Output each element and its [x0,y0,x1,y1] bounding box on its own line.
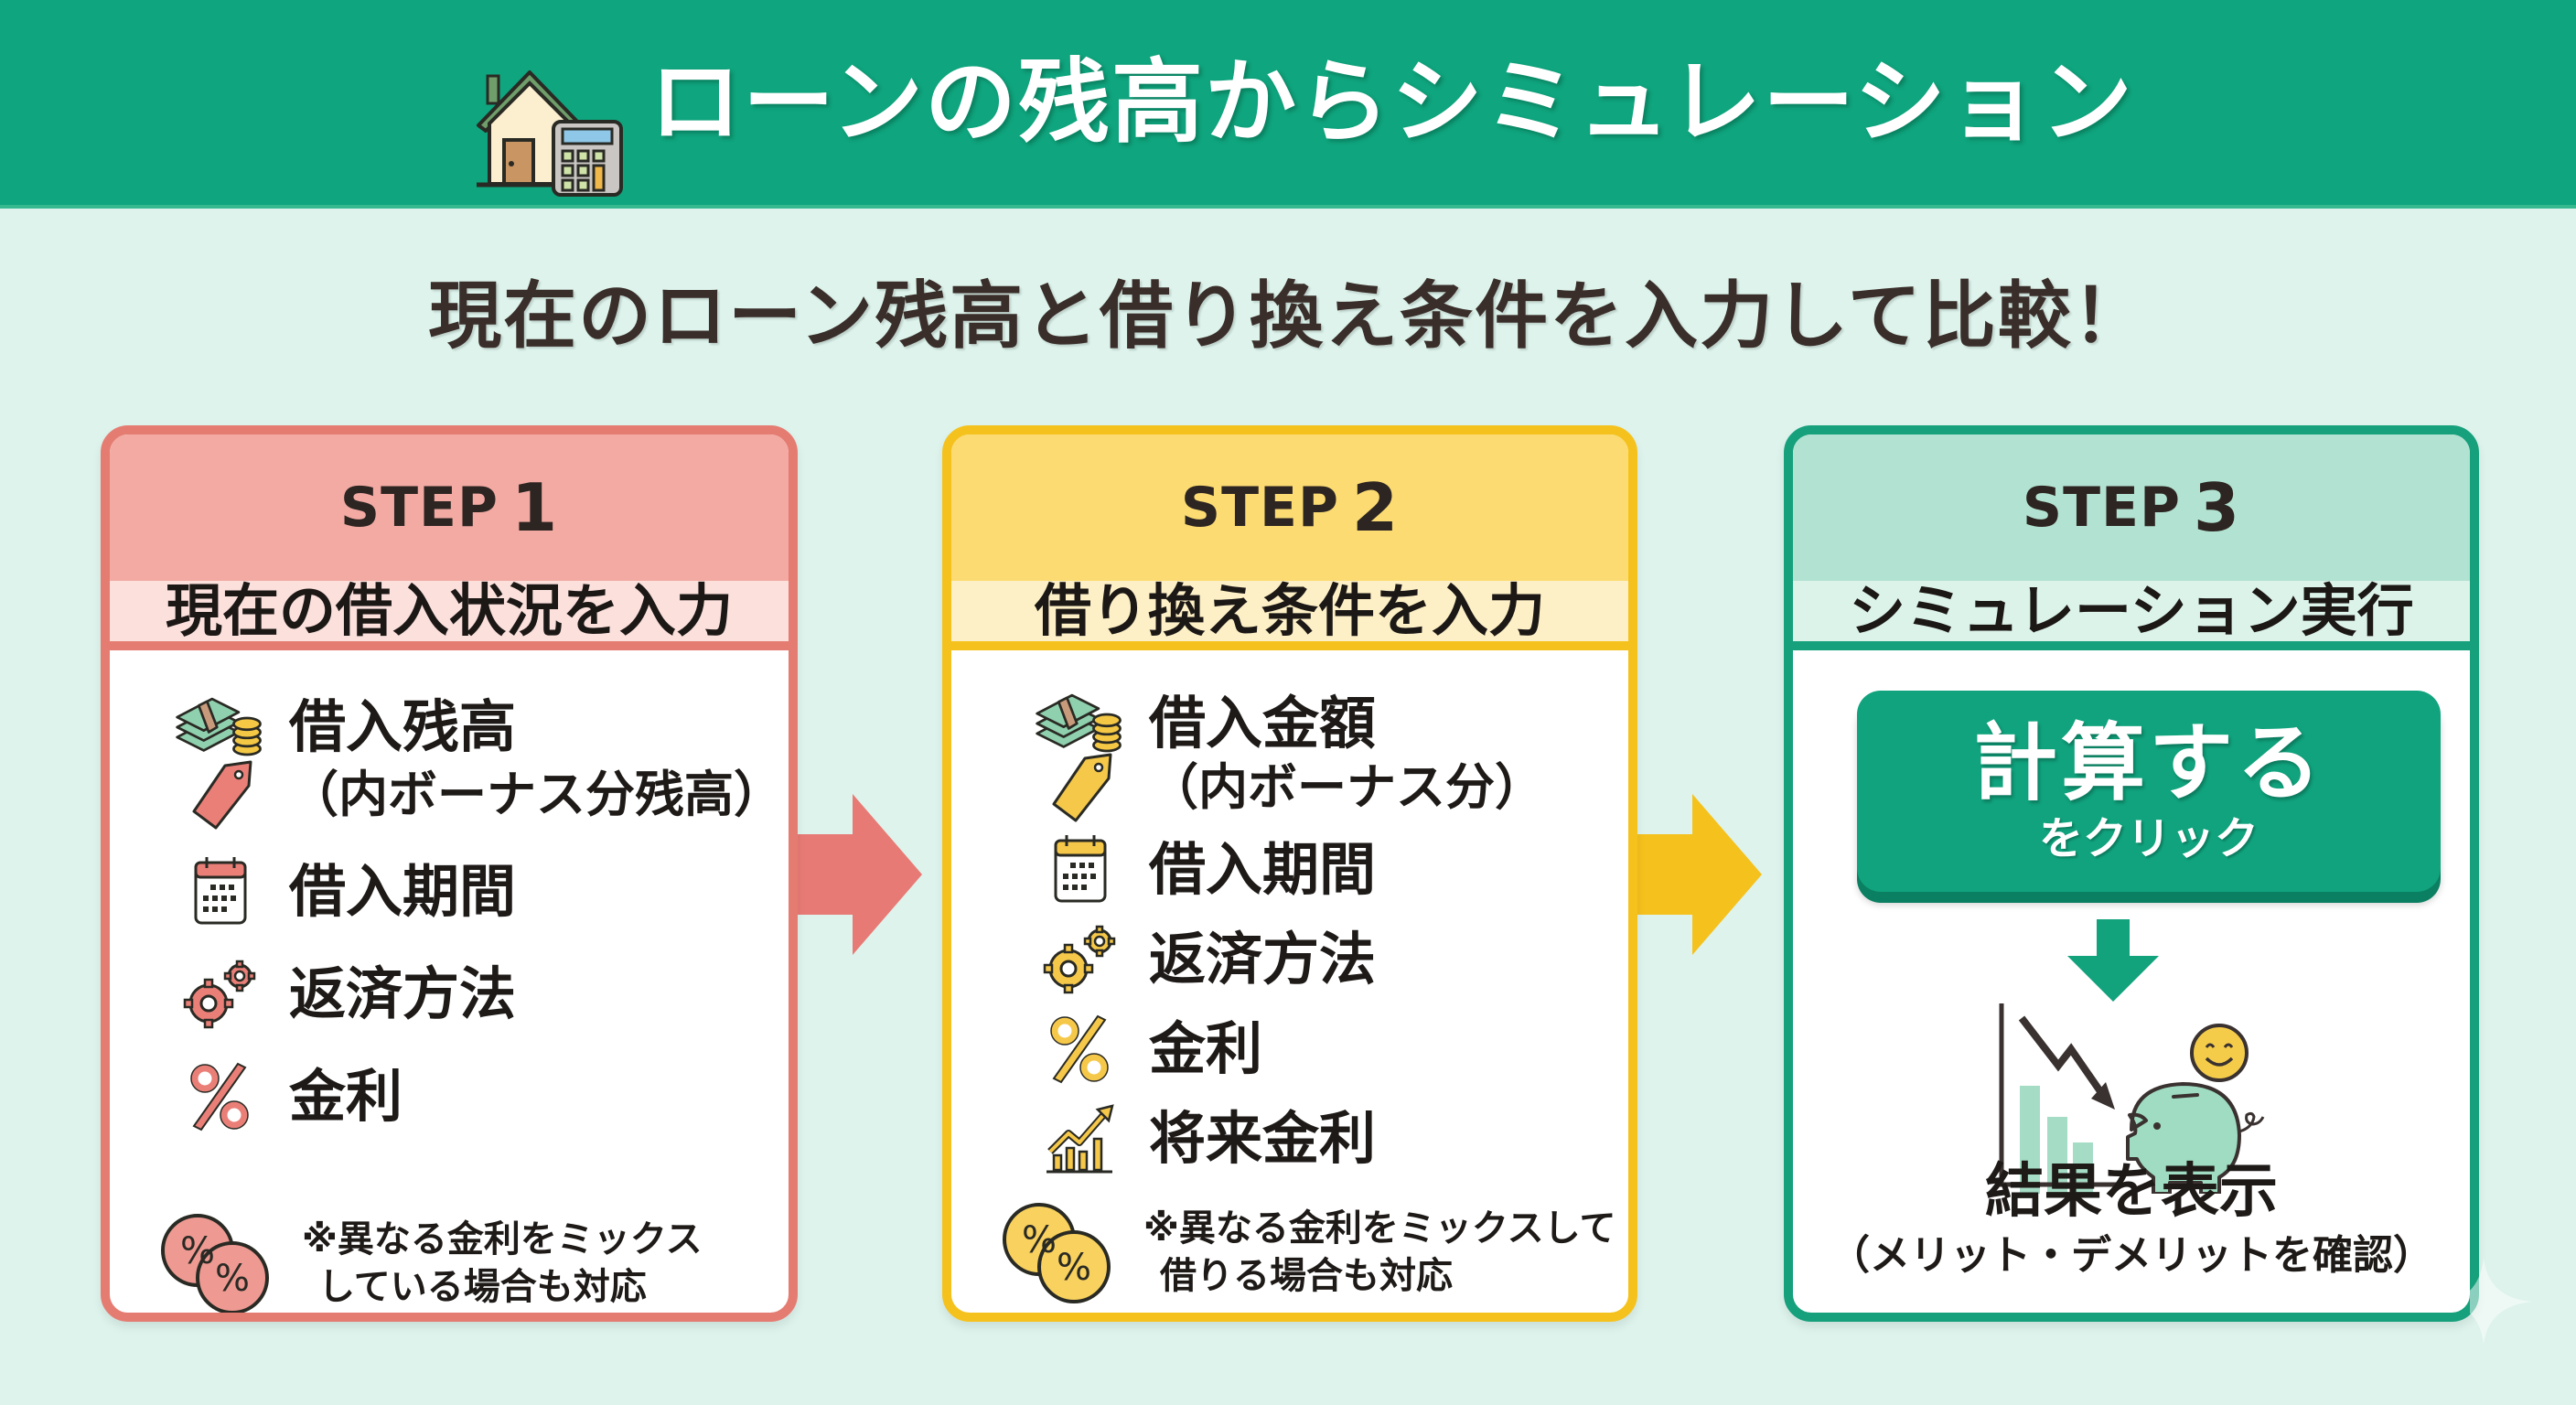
note-text: ※異なる金利をミックス している場合も対応 [302,1216,703,1311]
item-label: 将来金利 [1149,1105,1377,1172]
step-header: STEP 1 [110,434,789,581]
svg-text:%: % [1022,1219,1057,1261]
money-stack-coins-icon [176,697,262,756]
note: % % ※異なる金利をミックスして 借りる場合も対応 [997,1197,1616,1307]
item-label: 借入残高 [289,693,517,760]
list-item: 金利 [174,1060,402,1133]
step-number: 1 [511,469,559,546]
house-calculator-icon [477,70,623,197]
result-title: 結果を表示 [1985,1158,2278,1226]
header-banner [0,0,2576,209]
note-text: ※異なる金利をミックスして 借りる場合も対応 [1143,1205,1616,1300]
gears-icon [1043,925,1116,994]
step-body: 借入残高 （内ボーナス分残高） 借入期間 [110,650,789,1313]
step-body: 借入金額 （内ボーナス分） 借入期間 [951,650,1628,1313]
svg-text:%: % [1057,1247,1091,1289]
item-label: 返済方法 [289,960,517,1027]
svg-text:%: % [180,1230,215,1272]
step-card-2: STEP 2 借り換え条件を入力 借入金額 （内 [942,425,1637,1322]
list-item: 金利 [1034,1013,1262,1086]
list-item: （内ボーナス分） [1034,751,1544,824]
step-word: STEP [2022,476,2181,540]
list-item: 借入期間 [174,855,516,928]
list-item: 借入期間 [1034,833,1376,906]
percent-icon [190,1062,249,1132]
item-label: 借入期間 [1149,836,1377,903]
page-title: ローンの残高からシミュレーション [649,48,2134,156]
list-item: （内ボーナス分残高） [174,758,783,831]
list-item: 返済方法 [1034,923,1376,996]
list-item: 将来金利 [1034,1102,1376,1175]
note-line-1: ※異なる金利をミックスして [1143,1207,1616,1249]
item-label: 金利 [1149,1015,1263,1082]
arrow-right-icon [1637,794,1762,955]
money-stack-coins-icon [1036,693,1122,753]
calculate-button-label: 計算する [1972,714,2324,812]
step-number: 3 [2194,469,2241,546]
item-label: （内ボーナス分） [1149,758,1544,816]
note-line-1: ※異なる金利をミックス [302,1218,703,1260]
step-word: STEP [1180,476,1339,540]
step-number: 2 [1352,469,1400,546]
item-label: 借入期間 [289,858,517,925]
result-subtitle: （メリット・デメリットを確認） [1830,1232,2433,1279]
price-tag-icon [1052,753,1112,822]
list-item: 借入金額 [1034,687,1376,760]
item-label: （内ボーナス分残高） [289,766,783,823]
note: % % ※異なる金利をミックス している場合も対応 [156,1208,703,1313]
price-tag-icon [192,760,252,830]
arrow-down-icon [2067,919,2159,1002]
calendar-icon [194,857,247,925]
gears-icon [183,960,256,1029]
list-item: 返済方法 [174,958,516,1031]
item-label: 返済方法 [1149,926,1377,992]
declining-chart-piggy-bank-icon [1999,1003,2265,1194]
calculate-button-sublabel: をクリック [2038,813,2259,864]
calculate-button[interactable]: 計算する をクリック [1857,691,2441,892]
note-line-2: している場合も対応 [318,1266,647,1308]
step-header: STEP 3 [1793,434,2470,581]
step-title: 借り換え条件を入力 [951,581,1628,650]
item-label: 借入金額 [1149,690,1377,756]
step-card-1: STEP 1 現在の借入状況を入力 借入残高 （ [101,425,798,1322]
item-label: 金利 [289,1063,403,1130]
svg-text:%: % [215,1258,250,1300]
rising-chart-icon [1046,1104,1114,1174]
step-title: シミュレーション実行 [1793,581,2470,650]
list-item: 借入残高 [174,691,516,764]
arrow-right-icon [798,794,922,955]
step-card-3: STEP 3 シミュレーション実行 計算する をクリック 結果を表示 （メリット… [1784,425,2479,1322]
calendar-icon [1054,835,1107,903]
percent-coins-icon: % % [161,1214,269,1313]
percent-coins-icon: % % [1003,1203,1111,1303]
step-word: STEP [339,476,499,540]
percent-icon [1050,1014,1109,1084]
sparkle-icon [2470,1258,2534,1345]
step-header: STEP 2 [951,434,1628,581]
note-line-2: 借りる場合も対応 [1160,1255,1453,1297]
page-subtitle: 現在のローン残高と借り換え条件を入力して比較！ [428,273,2148,359]
step-title: 現在の借入状況を入力 [110,581,789,650]
